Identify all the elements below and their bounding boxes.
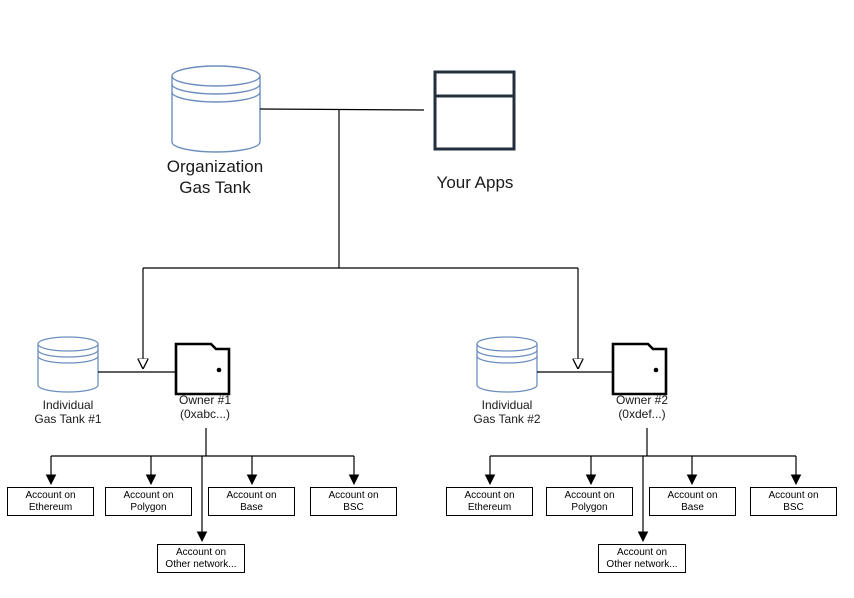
tank-1-line1: Individual: [42, 398, 94, 412]
account-arrows-1: [45, 456, 360, 543]
account-box-polygon-2: Account on Polygon: [546, 487, 633, 516]
account-tree-1: [51, 428, 354, 457]
org-tank-line2: Gas Tank: [179, 178, 251, 197]
owner-1-line1: Owner #1: [178, 393, 232, 407]
account-line2: Base: [681, 501, 704, 513]
owner-2-line2: (0xdef...): [618, 407, 666, 421]
account-line1: Account on: [667, 489, 718, 501]
organization-database-icon: [171, 65, 261, 153]
owner-2-label: Owner #2 (0xdef...): [597, 393, 687, 421]
owner-1-label: Owner #1 (0xabc...): [160, 393, 250, 421]
account-box-ethereum-2: Account on Ethereum: [446, 487, 533, 516]
account-line2: Polygon: [571, 501, 608, 513]
account-line1: Account on: [328, 489, 379, 501]
individual-gas-tank-2-label: Individual Gas Tank #2: [457, 398, 557, 426]
individual-database-icon-1: [37, 336, 99, 393]
account-line2: Base: [240, 501, 263, 513]
org-tank-line1: Organization: [166, 157, 264, 176]
wallet-icon-2: [611, 342, 668, 396]
account-line2: Ethereum: [28, 501, 73, 513]
account-box-base-2: Account on Base: [649, 487, 736, 516]
account-box-base-1: Account on Base: [208, 487, 295, 516]
individual-gas-tank-1-label: Individual Gas Tank #1: [18, 398, 118, 426]
account-line2: Polygon: [130, 501, 167, 513]
account-line1: Account on: [564, 489, 615, 501]
account-tree-2: [490, 428, 796, 457]
account-line2: Ethereum: [467, 501, 512, 513]
apps-window-icon: [433, 70, 516, 151]
owner-2-line1: Owner #2: [615, 393, 669, 407]
account-line1: Account on: [464, 489, 515, 501]
account-line1: Account on: [175, 546, 227, 558]
account-box-other-1: Account on Other network...: [157, 544, 245, 573]
top-connectors: [143, 108, 578, 269]
account-box-other-2: Account on Other network...: [598, 544, 686, 573]
account-box-bsc-1: Account on BSC: [310, 487, 397, 516]
account-line2: Other network...: [165, 558, 237, 570]
individual-database-icon-2: [476, 336, 538, 393]
account-arrows-2: [484, 456, 802, 543]
account-line2: BSC: [343, 501, 364, 513]
wallet-icon-1: [174, 342, 231, 396]
organization-gas-tank-label: Organization Gas Tank: [150, 156, 280, 198]
account-line1: Account on: [616, 546, 668, 558]
account-line1: Account on: [226, 489, 277, 501]
account-line2: BSC: [783, 501, 804, 513]
tank-2-line2: Gas Tank #2: [473, 412, 541, 426]
account-line1: Account on: [768, 489, 819, 501]
owner-1-line2: (0xabc...): [179, 407, 230, 421]
account-box-bsc-2: Account on BSC: [750, 487, 837, 516]
your-apps-label: Your Apps: [436, 173, 514, 192]
account-box-ethereum-1: Account on Ethereum: [7, 487, 94, 516]
account-line1: Account on: [123, 489, 174, 501]
tank-2-line1: Individual: [481, 398, 533, 412]
account-box-polygon-1: Account on Polygon: [105, 487, 192, 516]
tank-1-line2: Gas Tank #1: [34, 412, 102, 426]
account-line2: Other network...: [606, 558, 678, 570]
account-line1: Account on: [25, 489, 76, 501]
